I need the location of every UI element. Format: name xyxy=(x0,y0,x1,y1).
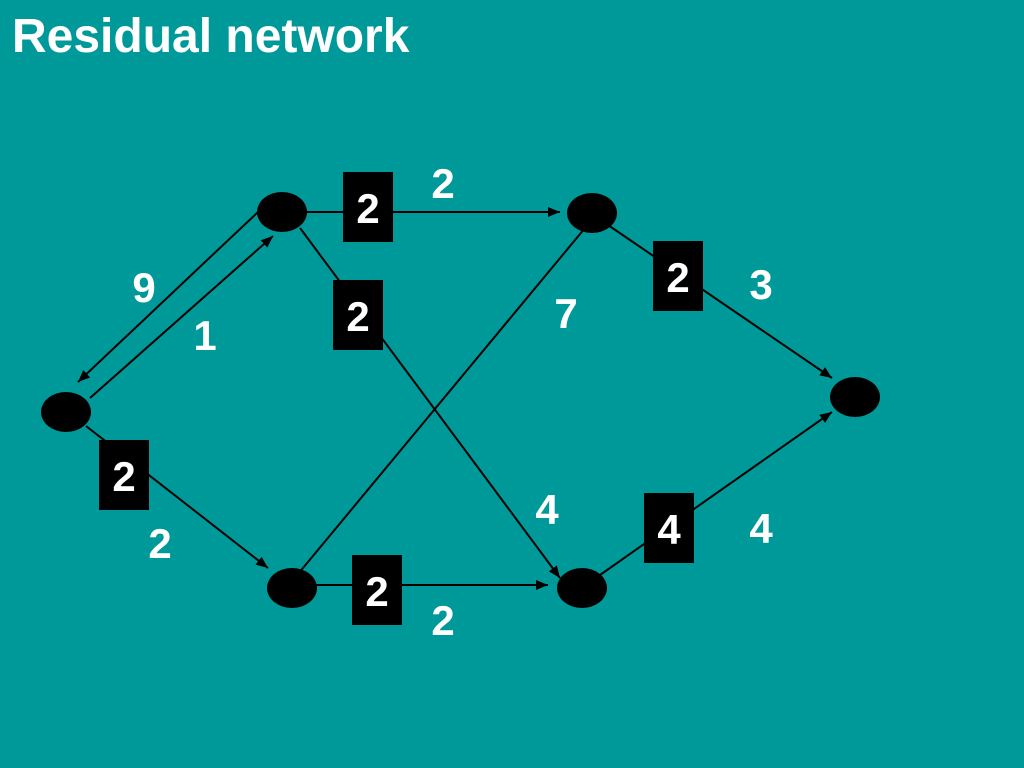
flow-box-b-t: 2 xyxy=(653,241,703,311)
flow-box-c-d: 2 xyxy=(352,555,402,625)
node-t xyxy=(830,377,880,417)
flow-box-a-d: 2 xyxy=(333,280,383,350)
capacity-label-a-d: 4 xyxy=(535,486,559,533)
capacity-label-a-s: 9 xyxy=(132,264,155,311)
node-d xyxy=(557,568,607,608)
capacity-label-a-b: 2 xyxy=(431,160,454,207)
node-s xyxy=(41,392,91,432)
edge-d-to-t xyxy=(599,411,833,576)
edge-c-to-b xyxy=(297,227,586,575)
capacity-label-b-t: 3 xyxy=(749,261,772,308)
edge-a-to-s xyxy=(77,211,259,383)
node-c xyxy=(267,568,317,608)
flow-label-a-b: 2 xyxy=(356,185,379,232)
flow-box-s-c: 2 xyxy=(99,440,149,510)
capacity-label-s-a: 1 xyxy=(193,312,216,359)
flow-label-s-c: 2 xyxy=(112,453,135,500)
node-b xyxy=(567,193,617,233)
flow-label-a-d: 2 xyxy=(346,293,369,340)
flow-label-d-t: 4 xyxy=(657,506,681,553)
capacity-label-c-d: 2 xyxy=(431,597,454,644)
flow-label-b-t: 2 xyxy=(666,254,689,301)
edge-b-to-t xyxy=(607,224,833,379)
node-a xyxy=(257,192,307,232)
capacity-label-s-c: 2 xyxy=(148,520,171,567)
slide-title: Residual network xyxy=(12,10,410,63)
capacity-label-c-b: 7 xyxy=(554,290,577,337)
capacity-label-d-t: 4 xyxy=(749,505,773,552)
flow-label-c-d: 2 xyxy=(365,568,388,615)
flow-box-a-b: 2 xyxy=(343,172,393,242)
edge-s-to-a xyxy=(89,235,274,399)
flow-box-d-t: 4 xyxy=(644,493,694,563)
